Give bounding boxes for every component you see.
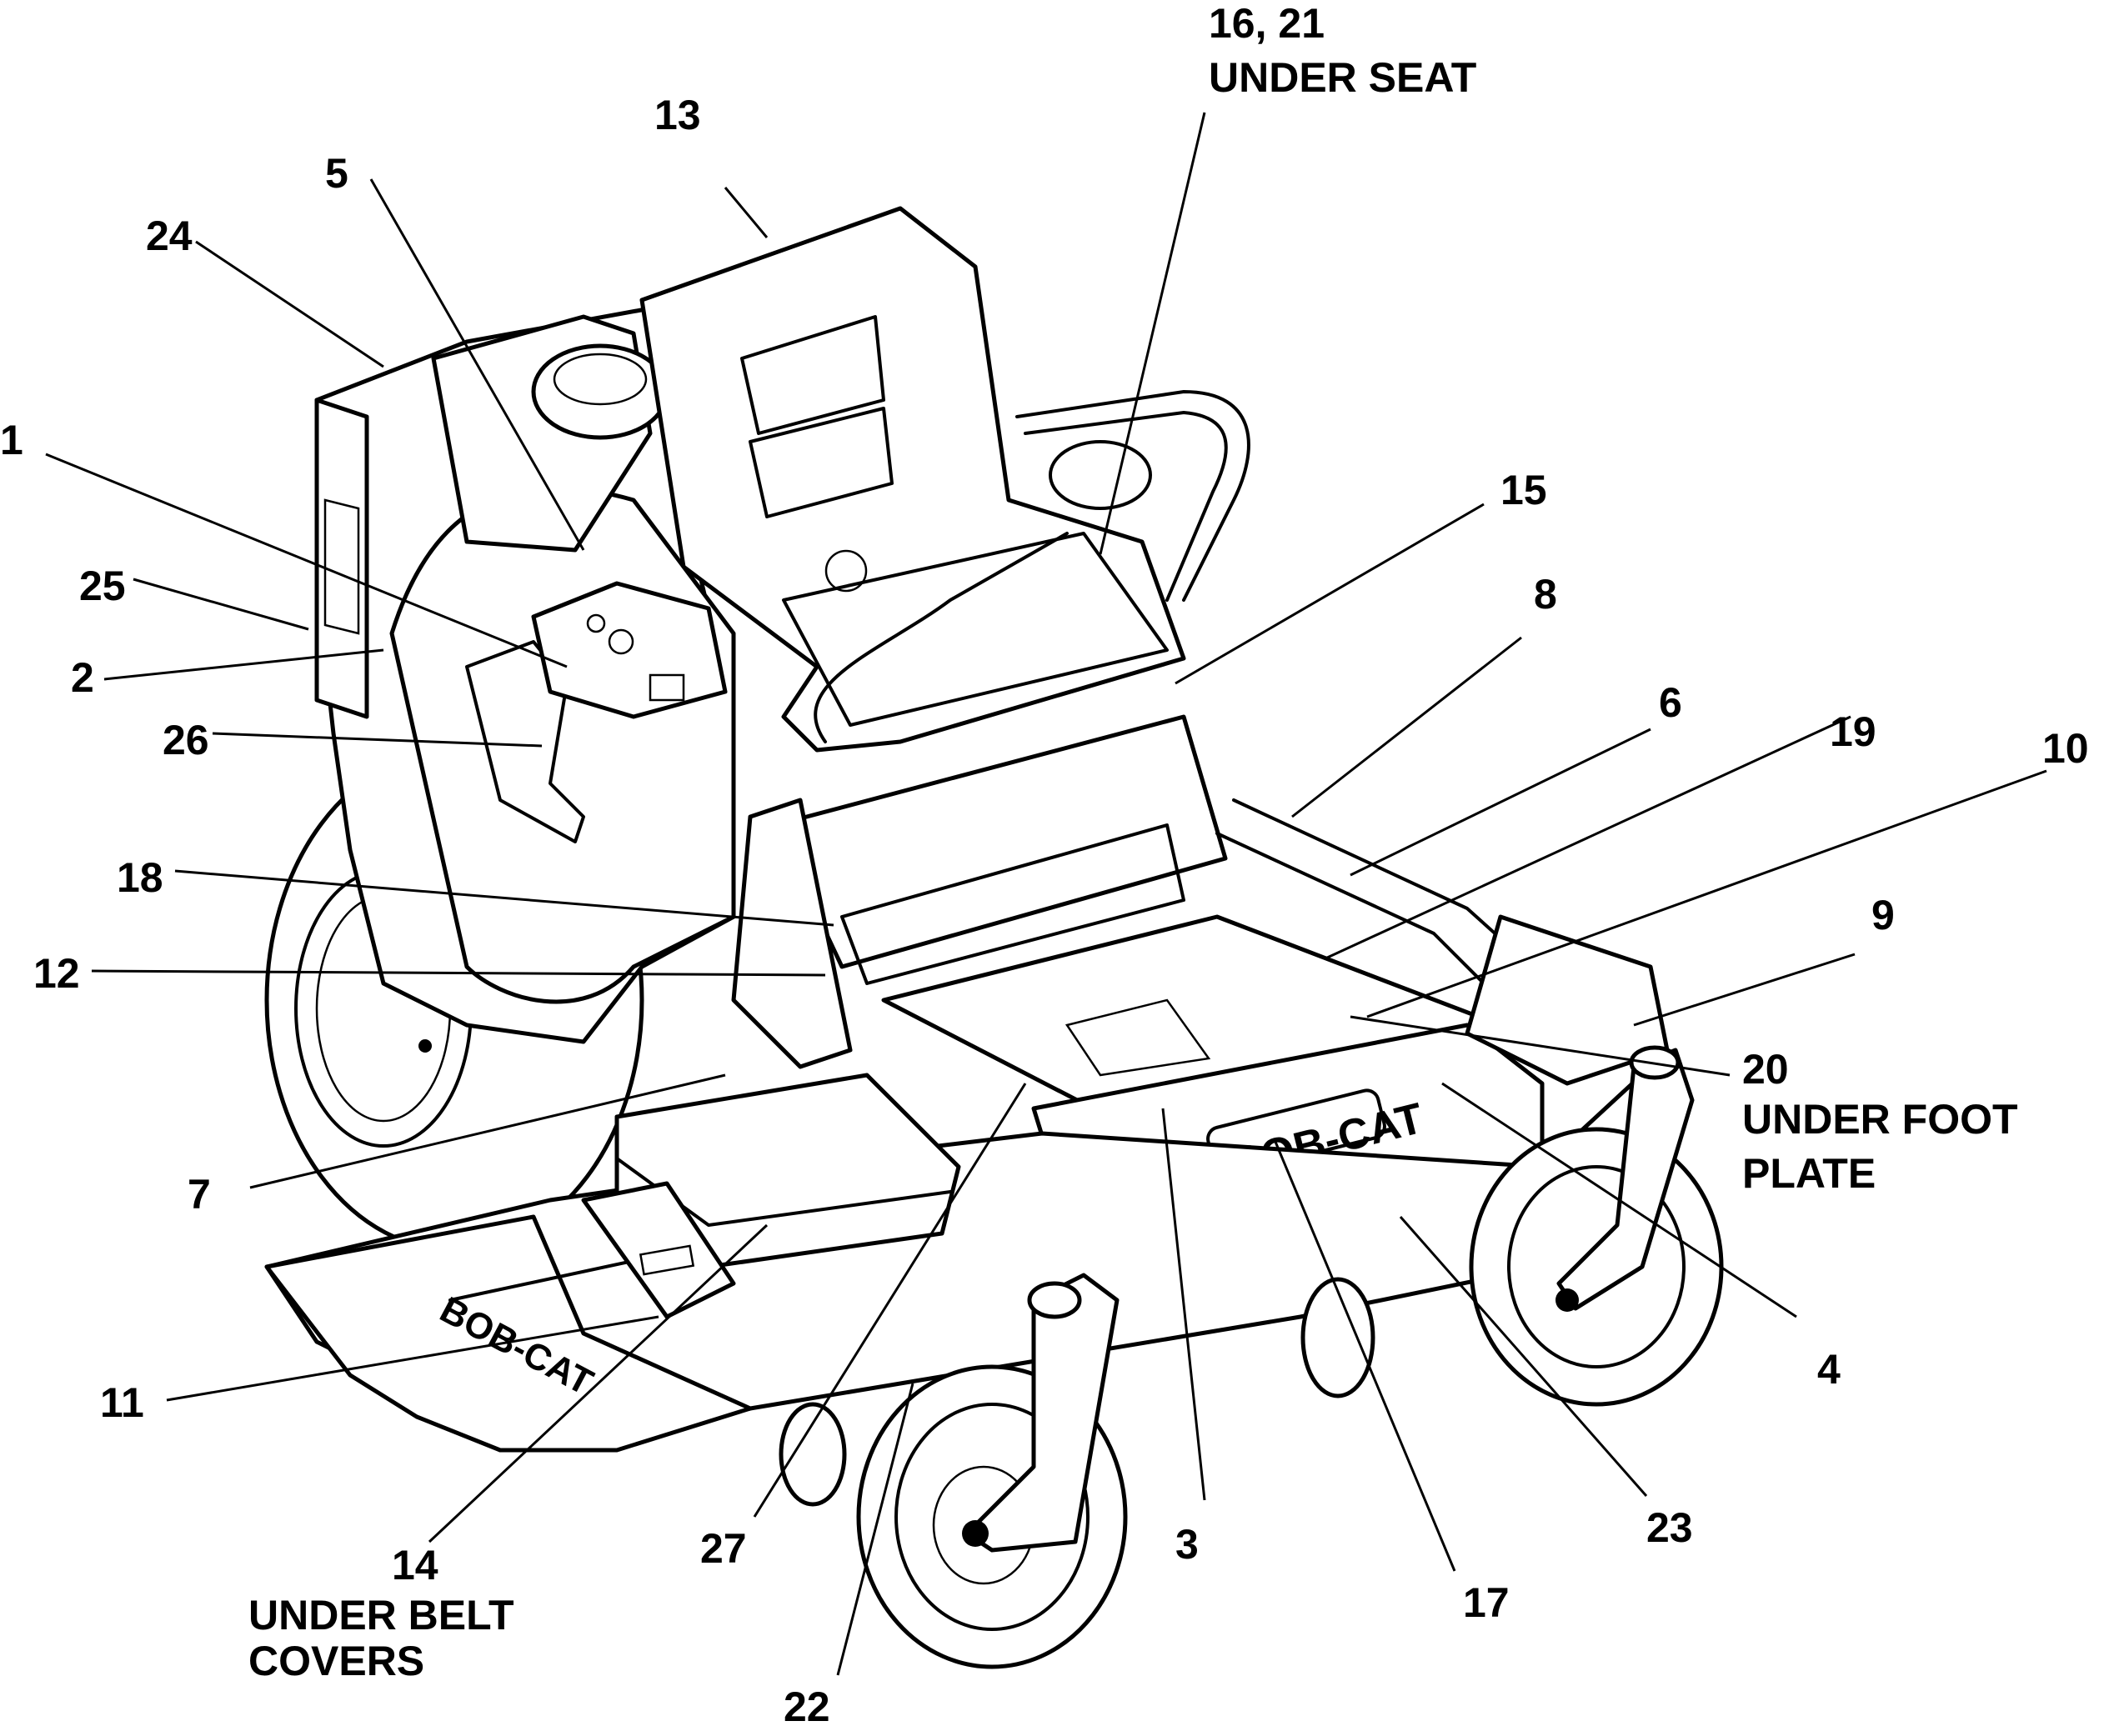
seat-riser (731, 714, 1228, 1069)
callout-20: 20 (1742, 1046, 1789, 1093)
callout-23: 23 (1646, 1504, 1693, 1551)
anti-scalp-rollers (779, 1277, 1375, 1507)
mowing-deck: BOB-CAT (264, 914, 1670, 1453)
callout-17: 17 (1463, 1579, 1510, 1626)
callout-9: 9 (1871, 892, 1895, 938)
rear-frame-plate (314, 398, 369, 719)
control-panel (531, 581, 728, 719)
callout-26: 26 (163, 717, 209, 763)
callout-12: 12 (33, 950, 80, 997)
callout-16-21: 16, 21 (1209, 0, 1325, 47)
mower-illustration: BOB-CAT BOB-CAT (264, 206, 1724, 1669)
callout-20-note-line-1: UNDER FOOT (1742, 1096, 2018, 1143)
callout-22: 22 (784, 1683, 830, 1730)
callout-27: 27 (700, 1525, 747, 1572)
callout-11: 11 (100, 1379, 144, 1426)
engine (431, 314, 669, 553)
front-caster-left (856, 1273, 1128, 1669)
callout-1: 1 (0, 417, 23, 463)
callout-14: 14 (392, 1542, 438, 1588)
callout-3: 3 (1175, 1521, 1199, 1568)
deck-lift-bracket (581, 1181, 736, 1319)
front-caster-right (1469, 1045, 1724, 1407)
callout-18: 18 (117, 854, 163, 901)
callout-25: 25 (79, 563, 126, 609)
callout-14-note-line-2: COVERS (248, 1638, 424, 1684)
callout-8: 8 (1534, 571, 1557, 618)
operator-seat (639, 206, 1186, 753)
callout-20-note-line-2: PLATE (1742, 1150, 1876, 1197)
callout-15: 15 (1500, 467, 1547, 513)
callout-4: 4 (1817, 1346, 1841, 1393)
lap-bars (1015, 390, 1250, 602)
callout-6: 6 (1659, 679, 1682, 726)
callout-24: 24 (146, 213, 193, 259)
callout-10: 10 (2042, 725, 2089, 772)
callout-7: 7 (188, 1171, 211, 1218)
callout-14-note-line-1: UNDER BELT (248, 1592, 514, 1638)
leader-lines (45, 112, 2047, 1676)
callout-2: 2 (71, 654, 94, 701)
callout-5: 5 (325, 150, 348, 197)
callout-16-21-note: UNDER SEAT (1209, 54, 1476, 101)
callout-19: 19 (1830, 708, 1876, 755)
callout-13: 13 (654, 92, 701, 138)
